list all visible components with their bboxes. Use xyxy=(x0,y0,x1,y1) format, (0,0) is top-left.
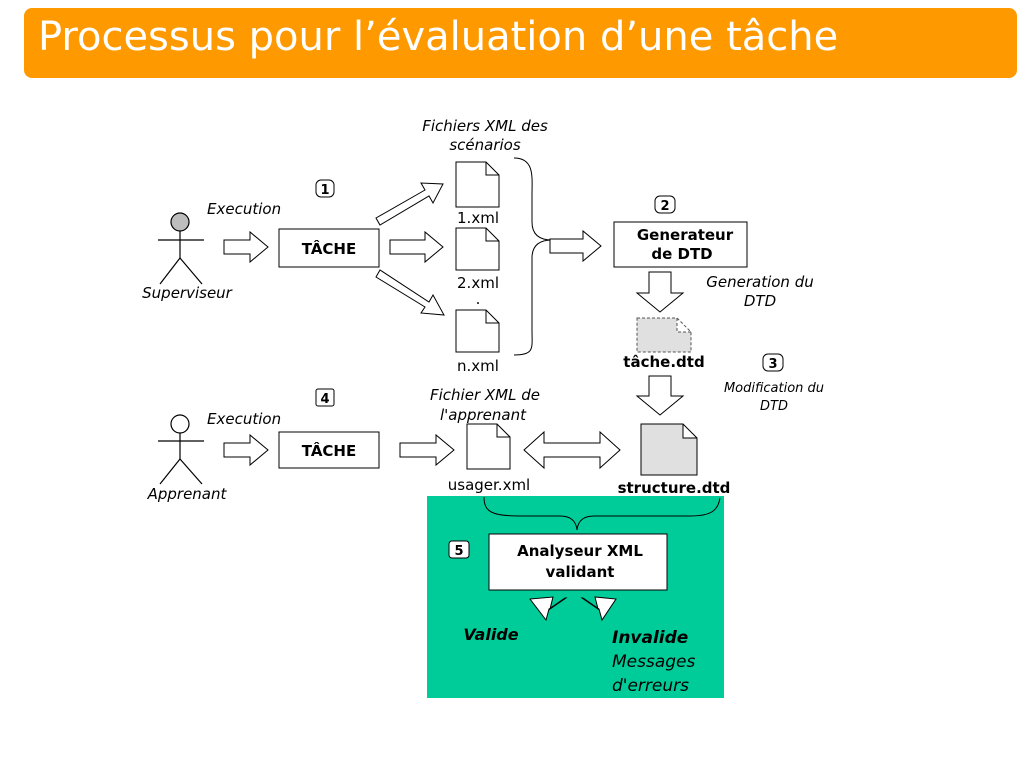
invalid-label: Invalide xyxy=(612,628,688,648)
modification-arrow xyxy=(635,375,685,416)
file-n-label: n.xml xyxy=(457,357,499,375)
supervisor-label: Superviseur xyxy=(142,284,233,302)
arrow-to-file-1 xyxy=(375,182,444,226)
execution-label: Execution xyxy=(207,410,281,428)
arrow-to-file-n xyxy=(375,269,445,316)
dtd-generator-box xyxy=(613,221,748,268)
error-messages-label: Messages xyxy=(612,652,696,672)
page-title: Processus pour l’évaluation d’une tâche xyxy=(38,14,839,60)
tache-box xyxy=(278,431,380,469)
learner-label: Apprenant xyxy=(147,485,228,503)
arrow-to-usager-xml xyxy=(399,433,455,467)
execution-arrow xyxy=(223,433,269,467)
valid-label: Valide xyxy=(463,625,518,644)
arrow-to-generator xyxy=(549,229,602,263)
analyzer-brace xyxy=(483,496,721,531)
xml-files-label: Fichiers XML des xyxy=(422,117,548,135)
tache-dtd-icon xyxy=(636,317,692,353)
file-2-label: 2.xml xyxy=(457,274,499,292)
svg-text:4: 4 xyxy=(320,392,329,407)
structure-dtd-label: structure.dtd xyxy=(618,479,731,497)
generation-arrow xyxy=(635,271,685,313)
xml-analyzer-box xyxy=(488,533,668,591)
svg-text:5: 5 xyxy=(454,544,463,559)
step-1-badge: 1 xyxy=(315,179,335,198)
file-2-icon xyxy=(455,227,500,271)
title-bar: Processus pour l’évaluation d’une tâche xyxy=(24,8,1017,78)
arrow-to-file-2 xyxy=(389,230,444,264)
error-messages-label: d'erreurs xyxy=(612,676,689,696)
svg-text:1: 1 xyxy=(320,183,329,198)
comparison-arrow xyxy=(523,430,621,470)
invalid-arrow xyxy=(580,596,617,622)
dtd-generator-label: de DTD xyxy=(651,245,712,263)
learner-figure xyxy=(158,414,204,485)
xml-files-label: scénarios xyxy=(449,136,521,154)
modification-label: DTD xyxy=(760,399,788,414)
learner-file-label: Fichier XML de xyxy=(430,386,540,404)
modification-label: Modification du xyxy=(724,381,824,396)
generation-label: Generation du xyxy=(706,273,813,291)
usager-xml-icon xyxy=(466,423,511,470)
tache-dtd-label: tâche.dtd xyxy=(623,353,704,371)
execution-label: Execution xyxy=(207,200,281,218)
file-1-label: 1.xml xyxy=(457,209,499,227)
learner-file-label: l'apprenant xyxy=(440,406,527,424)
tache-label: TÂCHE xyxy=(302,239,357,258)
files-brace xyxy=(513,157,553,356)
step-4-badge: 4 xyxy=(315,388,335,407)
structure-dtd-icon xyxy=(640,423,698,476)
svg-text:3: 3 xyxy=(768,357,777,372)
valid-arrow xyxy=(529,596,568,622)
tache-box xyxy=(278,228,380,268)
step-3-badge: 3 xyxy=(762,353,784,372)
supervisor-figure xyxy=(158,212,204,285)
xml-analyzer-label: Analyseur XML xyxy=(517,542,643,560)
usager-xml-label: usager.xml xyxy=(448,476,530,494)
tache-label: TÂCHE xyxy=(302,441,357,460)
generation-label: DTD xyxy=(744,292,776,310)
file-dot-label: . xyxy=(476,290,481,308)
xml-analyzer-label: validant xyxy=(546,563,615,581)
execution-arrow xyxy=(223,230,269,264)
file-n-icon xyxy=(455,309,500,353)
validation-panel xyxy=(427,496,724,698)
file-1-icon xyxy=(455,161,500,208)
svg-text:2: 2 xyxy=(660,199,669,214)
dtd-generator-label: Generateur xyxy=(637,226,734,244)
step-5-badge: 5 xyxy=(448,540,470,559)
step-2-badge: 2 xyxy=(654,195,676,214)
